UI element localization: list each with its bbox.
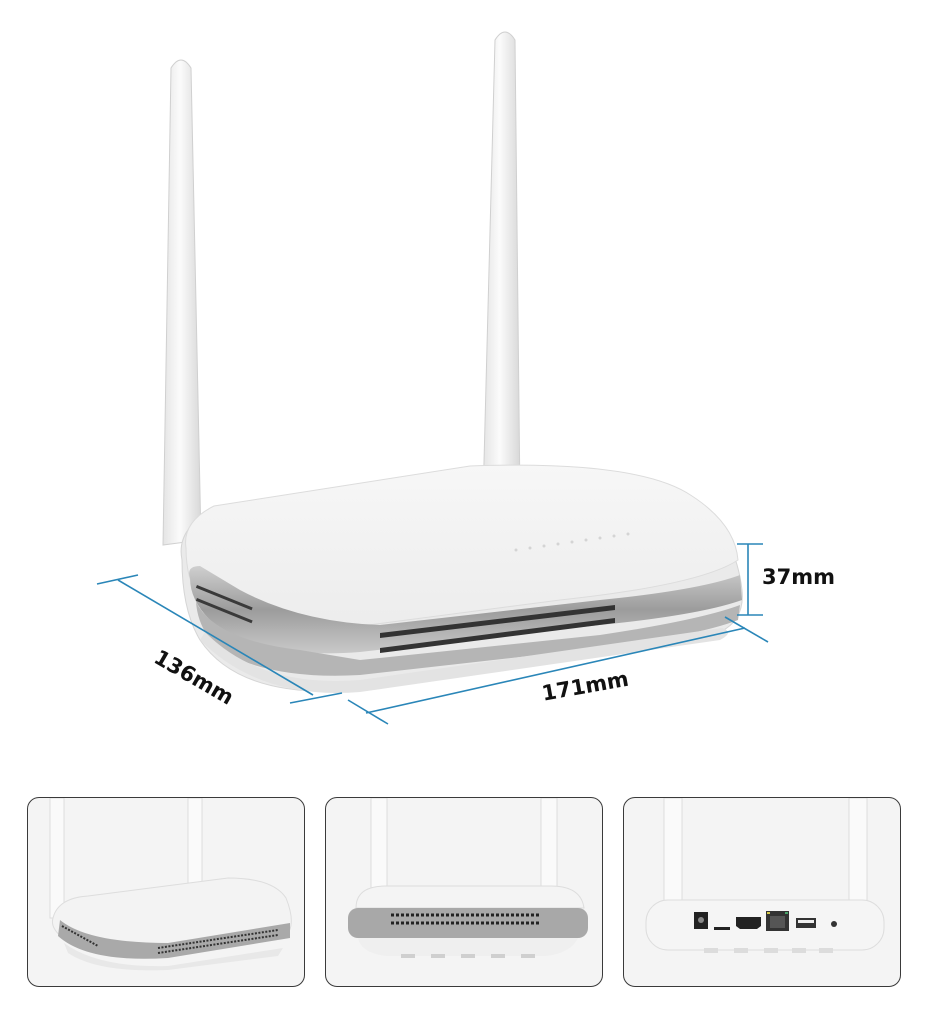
- router-rear-ports-icon: [645, 798, 885, 953]
- router-angled-icon: [49, 798, 292, 971]
- usb-port: [796, 918, 816, 928]
- hdmi-port: [736, 917, 761, 929]
- left-antenna: [162, 59, 202, 546]
- dc-power-port: [694, 912, 708, 929]
- thumbnail-front-view[interactable]: [325, 797, 603, 987]
- status-leds: [514, 532, 630, 552]
- reset-button: [831, 921, 837, 927]
- width-line: [365, 627, 746, 714]
- dimension-lines: [96, 543, 769, 725]
- router-illustration: [96, 31, 769, 725]
- product-hero-view: 136mm 171mm 37mm: [96, 31, 835, 725]
- side-vents: [195, 585, 253, 624]
- router-body: [180, 464, 743, 693]
- height-label: 37mm: [762, 565, 835, 589]
- ethernet-port: [766, 911, 789, 931]
- thumbnail-angled-view[interactable]: [27, 797, 305, 987]
- front-vents: [380, 605, 615, 653]
- depth-line: [117, 579, 314, 696]
- sd-card-slot: [714, 927, 730, 930]
- router-front-icon: [348, 798, 588, 958]
- right-antenna: [482, 31, 521, 501]
- thumbnail-rear-view[interactable]: [623, 797, 901, 987]
